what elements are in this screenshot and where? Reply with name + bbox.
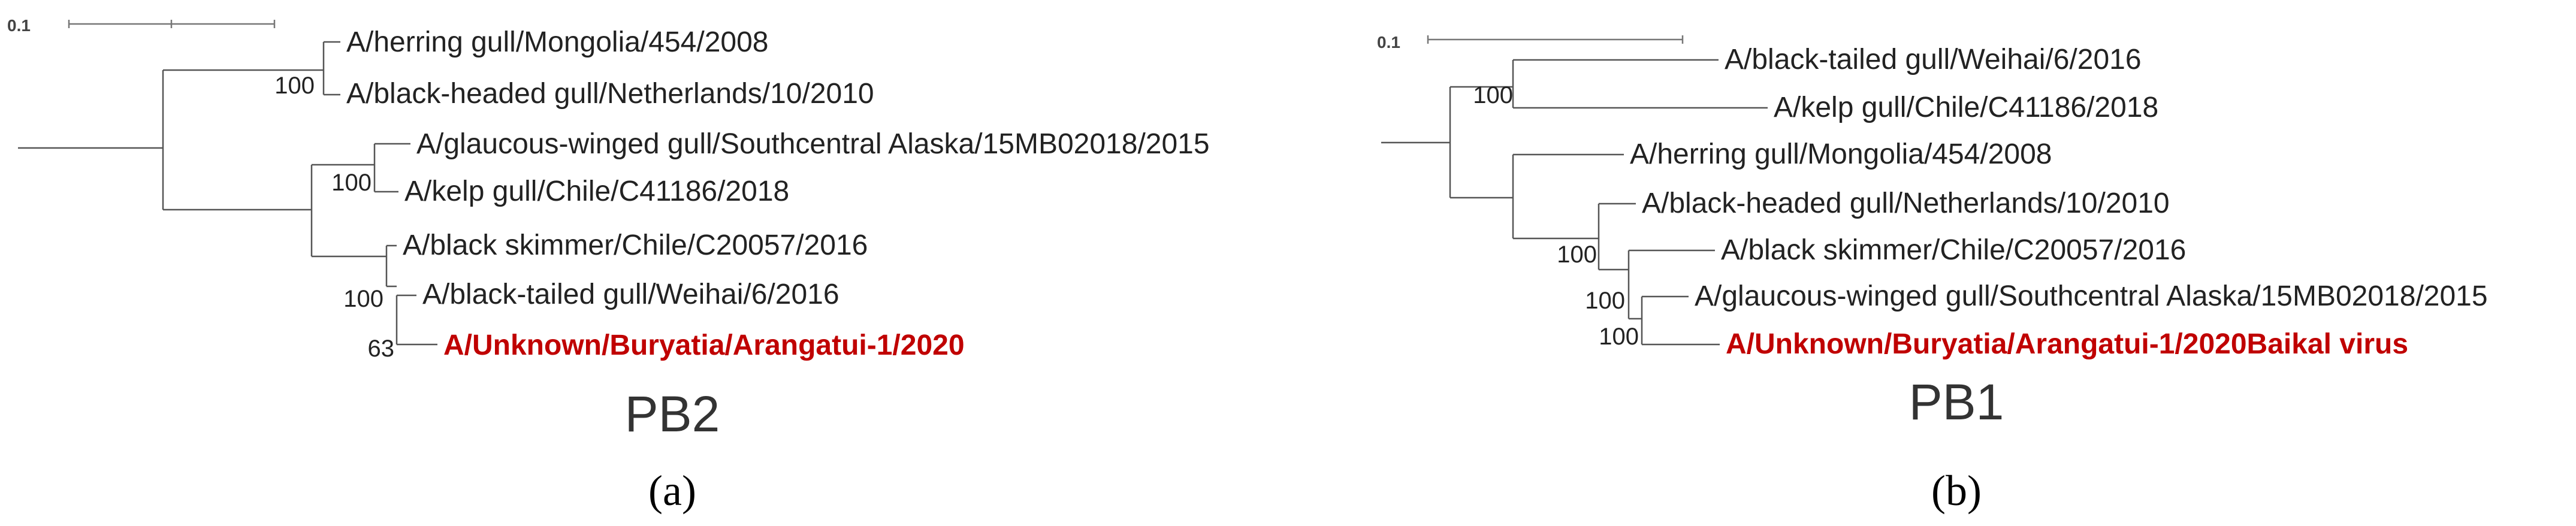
scale-bar-label: 0.1	[1377, 33, 1400, 52]
gene-label: PB1	[1909, 374, 2004, 430]
gene-label: PB2	[625, 386, 720, 442]
taxon-label: A/herring gull/Mongolia/454/2008	[1630, 138, 2052, 170]
bootstrap-value: 63	[368, 335, 395, 362]
bootstrap-value: 100	[1585, 288, 1625, 314]
bootstrap-value: 100	[1599, 324, 1639, 350]
taxon-label: A/black-headed gull/Netherlands/10/2010	[346, 78, 874, 110]
taxon-label: A/black skimmer/Chile/C20057/2016	[403, 229, 868, 261]
panel-a-tree: 0.1 100 100 100 63 A/herring gull/Mongo	[7, 16, 1210, 515]
highlighted-taxon-label: A/Unknown/Buryatia/Arangatui-1/2020	[443, 329, 965, 361]
taxon-label: A/kelp gull/Chile/C41186/2018	[1774, 92, 2158, 123]
scale-bar-label: 0.1	[7, 16, 31, 35]
bootstrap-value: 100	[274, 72, 315, 99]
panel-b-tree: 0.1 100 100 100 100 A/black-tailed gull/…	[1377, 33, 2488, 515]
taxon-label: A/black skimmer/Chile/C20057/2016	[1721, 234, 2186, 266]
panel-label: (a)	[648, 467, 696, 515]
taxon-label: A/black-tailed gull/Weihai/6/2016	[422, 279, 839, 310]
taxon-label: A/glaucous-winged gull/Southcentral Alas…	[1695, 280, 2488, 312]
highlighted-taxon-label: A/Unknown/Buryatia/Arangatui-1/2020Baika…	[1726, 328, 2408, 360]
taxon-label: A/herring gull/Mongolia/454/2008	[346, 26, 768, 58]
bootstrap-value: 100	[1557, 241, 1597, 268]
taxon-label: A/black-tailed gull/Weihai/6/2016	[1725, 44, 2142, 75]
bootstrap-value: 100	[343, 286, 383, 312]
panel-label: (b)	[1931, 467, 1982, 515]
taxon-label: A/kelp gull/Chile/C41186/2018	[404, 176, 789, 207]
bootstrap-value: 100	[331, 170, 372, 196]
bootstrap-value: 100	[1473, 82, 1513, 108]
taxon-label: A/glaucous-winged gull/Southcentral Alas…	[416, 128, 1210, 160]
taxon-label: A/black-headed gull/Netherlands/10/2010	[1642, 188, 2170, 219]
